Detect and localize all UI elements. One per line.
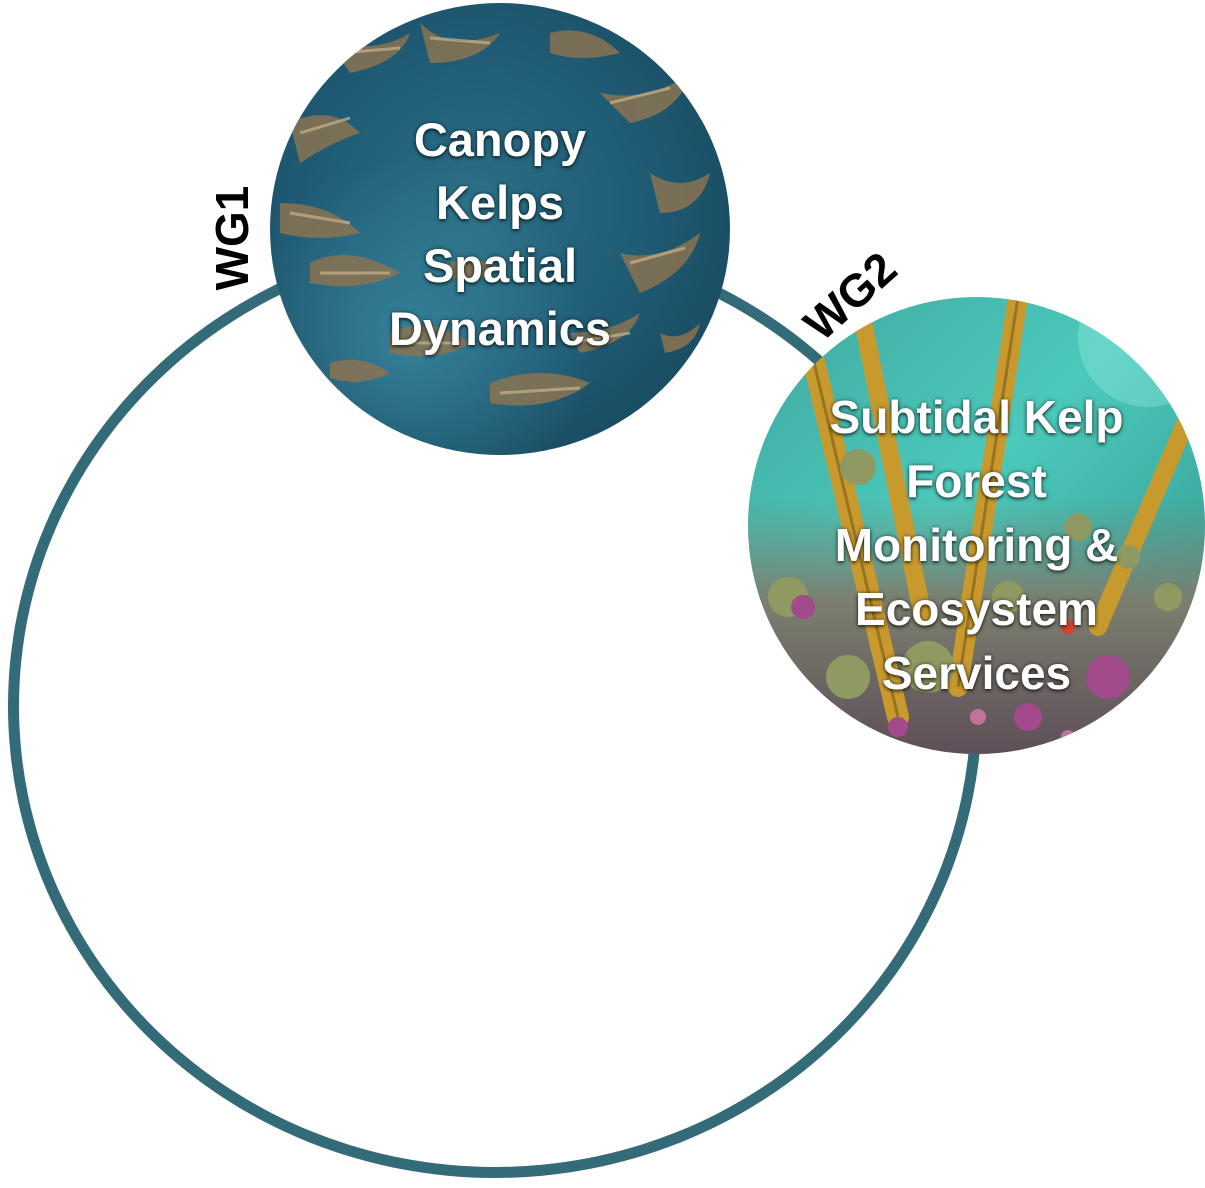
subtidal-label-line-2: Forest: [906, 455, 1047, 507]
subtidal-kelp-label: Subtidal Kelp Forest Monitoring & Ecosys…: [748, 385, 1205, 705]
canopy-label-line-2: Kelps: [436, 176, 564, 229]
canopy-label-line-1: Canopy: [413, 113, 587, 166]
canopy-label-line-4: Dynamics: [388, 302, 612, 355]
wg1-tag: WG1: [206, 185, 258, 291]
underwater-kelp-photo: [748, 297, 1205, 754]
subtidal-label-line-4: Ecosystem: [855, 583, 1098, 635]
subtidal-label-line-3: Monitoring &: [834, 519, 1119, 571]
subtidal-label-line-1: Subtidal Kelp: [829, 391, 1124, 443]
aerial-kelp-photo: [270, 3, 730, 455]
canopy-kelps-node: Canopy Kelps Spatial Dynamics: [270, 3, 730, 455]
canopy-label-line-3: Spatial: [422, 239, 578, 292]
canopy-kelps-label: Canopy Kelps Spatial Dynamics: [270, 108, 730, 360]
subtidal-kelp-node: Subtidal Kelp Forest Monitoring & Ecosys…: [748, 297, 1205, 754]
subtidal-label-line-5: Services: [881, 647, 1072, 699]
